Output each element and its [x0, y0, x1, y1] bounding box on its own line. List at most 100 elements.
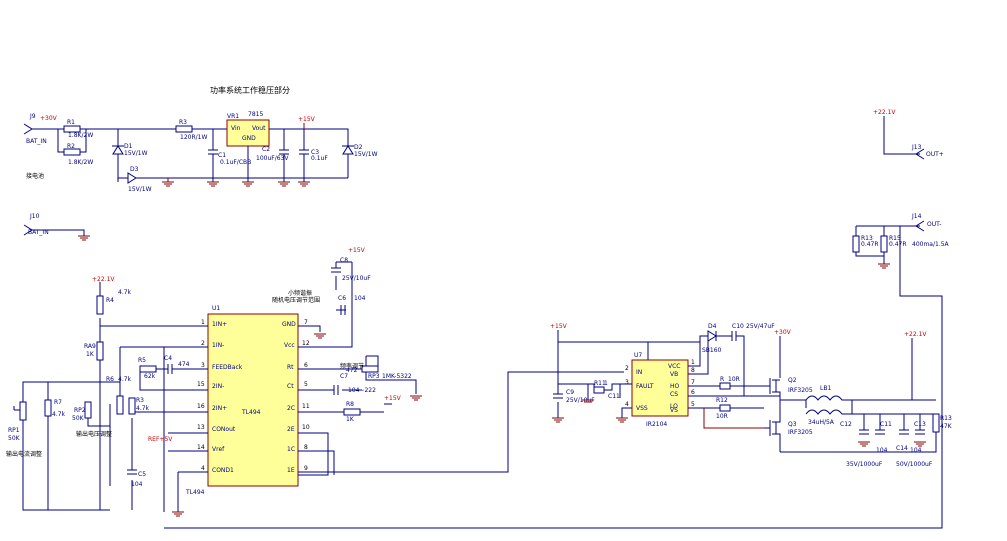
net-15v-label: +15V	[298, 116, 316, 123]
r4-value: 4.7k	[118, 289, 132, 296]
r11-resistor	[593, 386, 605, 394]
u1-pin-num-5: 5	[304, 381, 308, 388]
u1-pin-2in-minus: 2IN-	[212, 383, 224, 390]
r8-resistor	[343, 408, 361, 416]
u1-pin-2c: 2C	[287, 405, 295, 412]
d1-label: D1	[124, 143, 133, 150]
vr1-part: 7815	[248, 111, 263, 118]
c2-cap	[279, 129, 289, 182]
net-221v-top: +22.1V	[873, 109, 896, 116]
out-minus-label: OUT-	[927, 221, 941, 228]
u7-pin-fault: FAULT	[636, 383, 654, 390]
output-cap-rail	[852, 399, 936, 430]
ground-u1	[172, 511, 184, 517]
u7-pin-num-2: 2	[625, 365, 629, 372]
driver-left-wiring	[557, 342, 632, 418]
u1-pin-num-12: 12	[302, 340, 310, 347]
u1-pin-num-3: 3	[201, 362, 205, 369]
j10-ground	[78, 235, 90, 241]
u1-pin-num-13: 13	[197, 424, 205, 431]
ra9-resistor	[96, 341, 104, 361]
r8-label: R8	[346, 401, 354, 408]
r1-value: 1.8K/2W	[68, 132, 93, 139]
note-b: 随机电压调节范围	[272, 296, 320, 304]
u1-part: TL494	[241, 409, 261, 416]
d2-value: 15V/1W	[354, 151, 378, 158]
c8-cap	[331, 267, 341, 273]
r3-label: R3	[179, 119, 187, 126]
c7-cap	[333, 385, 339, 395]
c4-label: C4	[164, 355, 172, 362]
u7-pin-ho: HO	[670, 383, 680, 390]
rp1-label: RP1	[8, 427, 20, 434]
u1-pin-num-14: 14	[197, 444, 205, 451]
lb1-inductor	[780, 395, 853, 415]
r3-pwm-resistor	[128, 397, 136, 415]
ground-output-caps	[858, 441, 926, 447]
rp1-note: 输出电流调整	[6, 450, 42, 458]
u1-pin-gnd: GND	[282, 321, 296, 328]
r2-wire	[57, 129, 87, 153]
r3-resistor	[175, 125, 193, 133]
r5-value: 62k	[144, 373, 156, 380]
u1-pin-num-16: 16	[197, 403, 205, 410]
j10-wire	[32, 229, 85, 236]
u7-label: U7	[634, 352, 642, 359]
lb1-label: LB1	[820, 385, 831, 392]
r13-driver-value: 47K	[940, 423, 953, 430]
r12-label: R12	[716, 397, 728, 404]
r11-label: R11	[594, 380, 606, 387]
u1-pin-num-4: 4	[201, 465, 205, 472]
u7-pin-num-3: 3	[625, 379, 629, 386]
c14-value: 50V/1000uF	[896, 461, 933, 468]
ra9-value: 1K	[86, 351, 95, 358]
u1-pin-num-9: 9	[304, 465, 308, 472]
q2-mosfet	[764, 336, 781, 400]
u1-pin-num-2: 2	[201, 340, 205, 347]
u1-left-pin-numbers: 1 2 3 15 16 13 14 4	[197, 319, 205, 472]
r5-label: R5	[138, 357, 146, 364]
r12-value: 10R	[716, 413, 728, 420]
r7-resistor	[44, 399, 52, 417]
u1-label: U1	[212, 305, 220, 312]
r7-label: R7	[54, 399, 62, 406]
j13-connector	[915, 148, 925, 160]
d1-diode	[112, 145, 124, 155]
u7-pin-num-1: 1	[691, 359, 695, 366]
r13-value: 0.47R	[861, 241, 879, 248]
u1-pin-num-6: 6	[304, 362, 308, 369]
c15-value: 35V/1000uF	[846, 461, 883, 468]
driver-section: +15V U7 IR2104 IN FAULT VSS VCC VB HO CS…	[550, 323, 953, 468]
c11-driver-label: C11	[608, 393, 620, 400]
u7-pin-vs: VS	[670, 407, 678, 414]
u1-pin-num-15: 15	[197, 381, 205, 388]
driver-vcc-wire	[557, 330, 732, 366]
c8-value: 25V/10uF	[342, 275, 371, 282]
rp2-value: 50K	[72, 415, 85, 422]
c1-cap	[208, 129, 218, 182]
d1-value: 15V/1W	[124, 150, 148, 157]
u1-right-pins: GND Vcc Rt Ct 2C 2E 1C 1E	[282, 321, 296, 474]
u7-pin-num-8: 8	[691, 367, 695, 374]
c2-label: C2	[262, 146, 270, 153]
r2-resistor	[63, 148, 81, 156]
c3-value: 0.1uF	[311, 155, 328, 162]
c14-label: C14	[896, 445, 908, 452]
c3-label: C3	[311, 149, 319, 156]
r4-resistor	[96, 295, 104, 315]
u7-pin-num-4: 4	[625, 401, 629, 408]
r15-value: 0.47R	[889, 241, 907, 248]
out-minus-return	[164, 226, 943, 529]
c6-value: 104	[354, 295, 366, 302]
output-caps	[859, 429, 925, 435]
u1-pin-feedback: FEEDBack	[212, 364, 243, 371]
c7-alt-value: 472	[346, 367, 358, 374]
r13-driver-resistor	[932, 413, 940, 433]
c4-value: 474	[178, 361, 190, 368]
u1-pin-2e: 2E	[287, 426, 295, 433]
r5-resistor	[139, 365, 157, 373]
r3-value: 120R/1W	[180, 134, 207, 141]
u1-pin-num-1: 1	[201, 319, 205, 326]
d4-diode	[707, 330, 717, 342]
c1-value: 0.1uF/CBB	[220, 159, 251, 166]
